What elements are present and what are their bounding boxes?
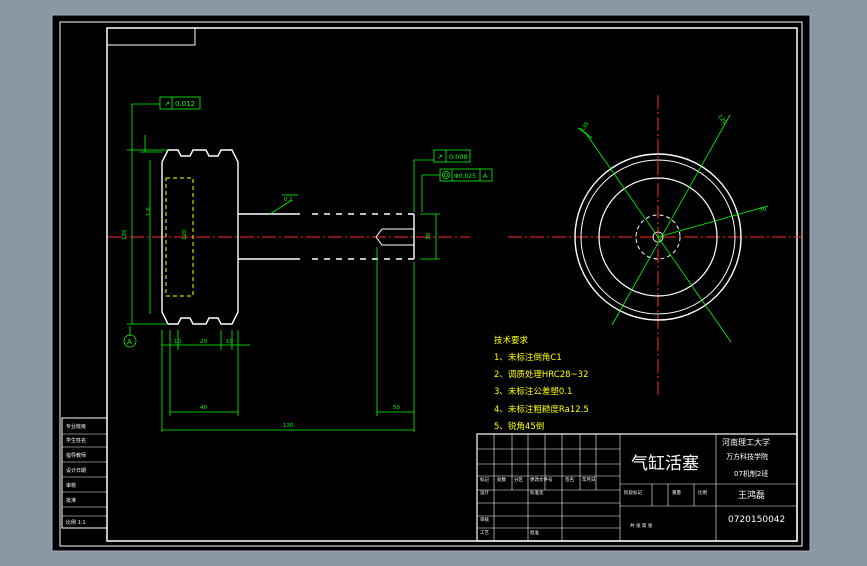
- runout-top-value: 0.012: [175, 100, 195, 108]
- svg-text:40: 40: [200, 405, 207, 411]
- gdt-concentricity: Φ0.025 A: [439, 168, 493, 182]
- svg-text:A: A: [127, 338, 132, 346]
- svg-text:批准: 批准: [530, 529, 539, 536]
- part-name: 气缸活塞: [631, 453, 699, 474]
- svg-text:分区: 分区: [514, 476, 523, 483]
- svg-text:标准化: 标准化: [530, 489, 544, 496]
- svg-text:135: 135: [122, 229, 128, 240]
- svg-text:共 张 第 张: 共 张 第 张: [630, 522, 653, 529]
- svg-text:10: 10: [226, 339, 233, 345]
- svg-text:年月日: 年月日: [582, 476, 596, 483]
- datum-a: A: [123, 334, 137, 348]
- sheet-border: [59, 21, 803, 547]
- svg-text:指导教师: 指导教师: [66, 452, 86, 459]
- tech-note-2: 2、调质处理HRC28~32: [494, 369, 588, 380]
- svg-text:1.6: 1.6: [146, 207, 152, 216]
- title-block: 标记 处数 分区 更改文件号 签名 年月日 设计 标准化 阶段标记 重量 比例 …: [476, 433, 798, 542]
- front-view: [108, 149, 470, 325]
- tech-note-5: 5、锐角45倒: [494, 421, 544, 432]
- svg-text:阶段标记: 阶段标记: [624, 489, 642, 496]
- piston-outline: [161, 149, 239, 325]
- viewport-frame: [51, 14, 811, 552]
- svg-text:审核: 审核: [66, 482, 76, 489]
- tech-title: 技术要求: [494, 335, 529, 346]
- svg-text:学生姓名: 学生姓名: [66, 437, 86, 444]
- svg-text:工艺: 工艺: [480, 530, 489, 536]
- runout-symbol-icon: ↗: [164, 100, 170, 108]
- inner-border: [106, 27, 798, 542]
- gdt-runout-rod: ↗ 0.008: [433, 149, 471, 163]
- title-table-labels: 标记 处数 分区 更改文件号 签名 年月日 设计 标准化 阶段标记 重量 比例 …: [480, 476, 707, 536]
- author-name: 王鸿磊: [738, 489, 765, 501]
- svg-text:重量: 重量: [672, 489, 681, 496]
- svg-text:批准: 批准: [66, 497, 76, 504]
- svg-text:120: 120: [182, 229, 188, 240]
- school-name: 河南理工大学: [722, 437, 770, 447]
- college-name: 万方科技学院: [726, 452, 768, 461]
- svg-text:130: 130: [283, 423, 294, 429]
- svg-text:更改文件号: 更改文件号: [530, 476, 553, 483]
- svg-text:30: 30: [759, 206, 768, 214]
- end-view-dims: [577, 114, 769, 343]
- dimension-labels: 10 20 10 40 50 130 135 120 30 1.6 0.1: [122, 197, 432, 429]
- end-view: [508, 95, 802, 395]
- center-hole-circle: [652, 231, 664, 243]
- tech-note-1: 1、未标注倒角C1: [494, 352, 562, 363]
- groove-circle: [598, 177, 718, 297]
- svg-text:设计: 设计: [480, 489, 489, 496]
- svg-text:专业班级: 专业班级: [66, 423, 86, 430]
- svg-text:50: 50: [393, 405, 400, 411]
- svg-text:比例: 比例: [698, 489, 707, 496]
- end-view-dim-labels: 135 120 30: [580, 114, 768, 214]
- inner-bore: [165, 177, 194, 297]
- outer-circle: [574, 153, 742, 321]
- chamfer-circle: [580, 159, 736, 315]
- gdt-runout-top: ↗ 0.012: [159, 96, 201, 110]
- tech-note-4: 4、未标注粗糙度Ra12.5: [494, 404, 589, 415]
- tech-note-3: 3、未标注公差塑0.1: [494, 386, 572, 397]
- svg-text:135: 135: [580, 121, 591, 133]
- left-box-labels: 专业班级 学生姓名 指导教师 设计日期 审核 批准 比例 1:1: [66, 423, 86, 526]
- runout-rod-symbol-icon: ↗: [437, 153, 443, 161]
- svg-text:设计日期: 设计日期: [66, 467, 86, 474]
- concentricity-symbol-icon: [442, 171, 450, 179]
- svg-text:120: 120: [716, 114, 727, 126]
- svg-text:0.1: 0.1: [284, 197, 293, 203]
- svg-text:审核: 审核: [480, 516, 489, 523]
- svg-text:标记: 标记: [480, 476, 489, 483]
- svg-text:签名: 签名: [565, 476, 574, 483]
- code-box: [106, 27, 196, 46]
- svg-text:20: 20: [200, 339, 207, 345]
- left-info-box: 专业班级 学生姓名 指导教师 设计日期 审核 批准 比例 1:1: [61, 417, 108, 529]
- tech-requirements: 技术要求 1、未标注倒角C1 2、调质处理HRC28~32 3、未标注公差塑0.…: [494, 335, 589, 432]
- svg-text:30: 30: [426, 233, 432, 240]
- runout-rod-value: 0.008: [449, 153, 468, 161]
- center-hole: [375, 228, 414, 246]
- svg-text:处数: 处数: [497, 476, 506, 483]
- concentricity-datum: A: [483, 172, 488, 180]
- concentricity-value: Φ0.025: [454, 173, 476, 180]
- dimensions: [127, 103, 440, 432]
- class-name: 07机制2班: [734, 469, 768, 478]
- svg-text:10: 10: [174, 339, 181, 345]
- bore-circle: [635, 214, 681, 260]
- student-id: 0720150042: [728, 515, 785, 525]
- svg-text:比例 1:1: 比例 1:1: [66, 519, 86, 526]
